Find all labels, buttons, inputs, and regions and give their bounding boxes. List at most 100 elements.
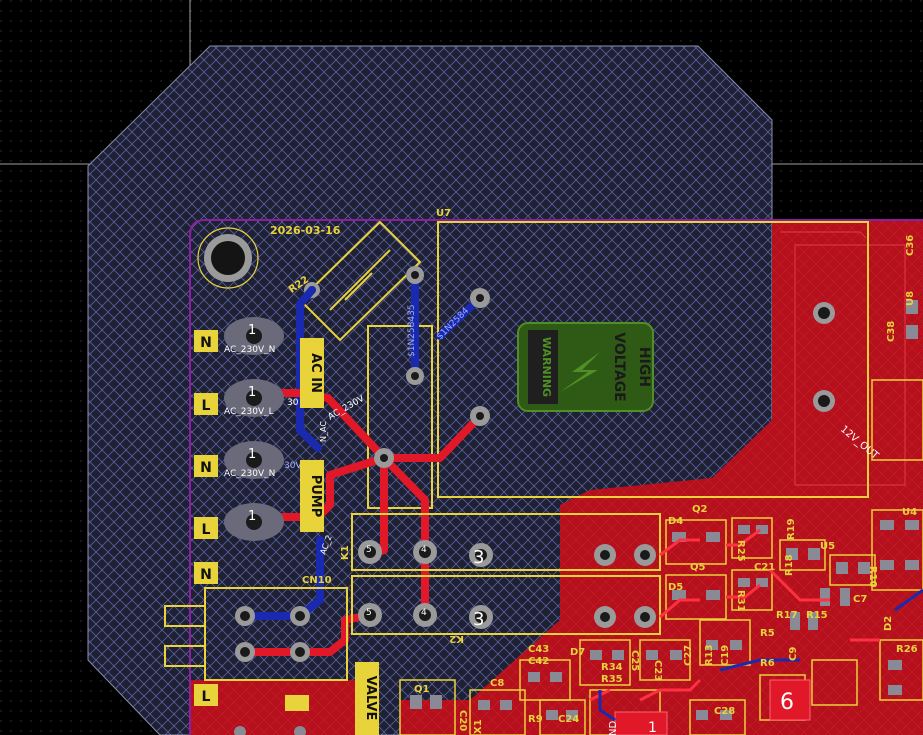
svg-text:C23: C23: [652, 660, 663, 681]
smd-pads[interactable]: [410, 300, 919, 720]
svg-text:R34: R34: [601, 662, 623, 673]
svg-text:1: 1: [248, 447, 256, 462]
svg-text:1: 1: [248, 385, 256, 400]
ic-pad-large[interactable]: 6: [769, 679, 811, 721]
svg-text:C27: C27: [683, 645, 694, 666]
svg-text:HIGH: HIGH: [636, 347, 652, 387]
svg-text:C43: C43: [528, 644, 549, 655]
date-code-label: 2026-03-16: [270, 224, 341, 237]
svg-text:L: L: [202, 689, 211, 705]
svg-text:Q5: Q5: [690, 562, 706, 573]
svg-text:Q1: Q1: [414, 684, 430, 695]
svg-text:5: 5: [366, 608, 372, 618]
svg-text:C38: C38: [886, 321, 897, 342]
svg-text:C25: C25: [629, 650, 640, 671]
svg-text:AC_230V_N: AC_230V_N: [224, 345, 275, 355]
svg-text:R19: R19: [786, 518, 797, 540]
svg-text:C21: C21: [754, 562, 775, 573]
pin-marks: N L N L N L: [194, 330, 218, 706]
high-voltage-warning-logo: WARNING VOLTAGE HIGH: [517, 322, 654, 412]
svg-text:U8: U8: [905, 291, 916, 306]
svg-text:1: 1: [648, 720, 657, 735]
connector-ac-pads[interactable]: 1 AC_230V_N 1 AC_230V_L 1 AC_230V_N 1: [224, 317, 284, 541]
u7-footprint[interactable]: U7: [367, 208, 869, 509]
svg-text:Q2: Q2: [692, 504, 708, 515]
lv-traces: [589, 528, 880, 702]
k2-relay[interactable]: K2 5 4 3: [351, 575, 661, 644]
board-outline: [189, 219, 923, 735]
svg-text:R18: R18: [784, 554, 795, 576]
svg-text:PUMP: PUMP: [308, 475, 323, 518]
lv-refdes: Q2 D4 R25 Q5 D5 R31 R19 R18 U5 C21 R17 R…: [414, 235, 918, 735]
svg-text:N_AC: N_AC: [319, 421, 328, 442]
svg-text:R6: R6: [760, 658, 775, 669]
vias[interactable]: [374, 266, 835, 468]
svg-text:R10: R10: [867, 566, 878, 588]
svg-text:AC_230V_L: AC_230V_L: [224, 407, 274, 417]
svg-text:C19: C19: [720, 645, 731, 666]
svg-text:L: L: [202, 522, 211, 538]
svg-text:6: 6: [780, 690, 794, 715]
cn10-connector[interactable]: CN10: [164, 575, 348, 681]
svg-text:K1: K1: [340, 545, 351, 560]
svg-text:D4: D4: [668, 516, 683, 527]
svg-text:C7: C7: [853, 594, 867, 605]
svg-text:C28: C28: [714, 706, 735, 717]
svg-text:R13: R13: [704, 644, 715, 666]
mounting-hole[interactable]: [197, 227, 259, 289]
svg-text:5: 5: [366, 545, 372, 555]
svg-text:C24: C24: [558, 714, 579, 725]
svg-text:30: 30: [287, 398, 299, 408]
pad-ac-230v-n-1[interactable]: 1 AC_230V_N: [224, 317, 284, 355]
connector-labels: AC IN PUMP VALVE: [300, 338, 379, 735]
svg-text:C20: C20: [457, 710, 468, 731]
svg-text:R9: R9: [528, 714, 543, 725]
svg-text:R5: R5: [760, 628, 775, 639]
svg-text:U5: U5: [820, 541, 835, 552]
svg-text:CN10: CN10: [302, 575, 332, 586]
bottom-left-pads[interactable]: [234, 695, 309, 735]
svg-text:N: N: [200, 335, 212, 351]
svg-text:R26: R26: [896, 644, 918, 655]
svg-text:WARNING: WARNING: [540, 337, 553, 397]
svg-text:N: N: [200, 567, 212, 583]
svg-text:C36: C36: [905, 235, 916, 256]
svg-text:1: 1: [248, 323, 256, 338]
svg-text:C42: C42: [528, 656, 549, 667]
svg-text:R25: R25: [735, 540, 746, 562]
svg-text:R31: R31: [735, 590, 746, 612]
k1-relay[interactable]: K1 5 4 3: [340, 513, 661, 571]
top-copper-pour[interactable]: [190, 220, 923, 735]
svg-text:D7: D7: [570, 647, 585, 658]
svg-text:VALVE: VALVE: [363, 676, 378, 721]
svg-text:3: 3: [473, 547, 484, 568]
svg-text:N: N: [200, 460, 212, 476]
svg-text:1: 1: [248, 509, 256, 524]
pad-ac-230v-l-2[interactable]: 1: [224, 503, 284, 541]
svg-text:C9: C9: [788, 647, 799, 661]
svg-text:C8: C8: [490, 678, 504, 689]
svg-text:30V: 30V: [284, 461, 302, 471]
svg-text:R17: R17: [776, 610, 798, 621]
svg-text:3: 3: [473, 609, 484, 630]
lightning-bolt-icon: [560, 352, 600, 392]
svg-text:X1: X1: [473, 719, 484, 734]
svg-text:4: 4: [421, 608, 427, 618]
svg-text:VOLTAGE: VOLTAGE: [611, 332, 627, 401]
svg-text:$1N258435: $1N258435: [407, 304, 417, 357]
svg-text:D5: D5: [668, 582, 683, 593]
pad-ac-230v-l-1[interactable]: 1 AC_230V_L: [224, 379, 284, 417]
pad-ac-230v-n-2[interactable]: 1 AC_230V_N: [224, 441, 284, 479]
svg-text:U7: U7: [436, 208, 451, 219]
svg-text:AC IN: AC IN: [308, 353, 323, 393]
svg-text:4: 4: [421, 545, 427, 555]
svg-text:U4: U4: [902, 507, 917, 518]
lv-component-outlines[interactable]: [399, 379, 923, 735]
svg-text:L: L: [202, 398, 211, 414]
ic-pad-small[interactable]: 1: [614, 711, 668, 735]
svg-text:D2: D2: [883, 616, 894, 631]
svg-text:K2: K2: [449, 633, 464, 644]
svg-text:ND: ND: [608, 721, 619, 735]
svg-text:AC_230V_N: AC_230V_N: [224, 469, 275, 479]
